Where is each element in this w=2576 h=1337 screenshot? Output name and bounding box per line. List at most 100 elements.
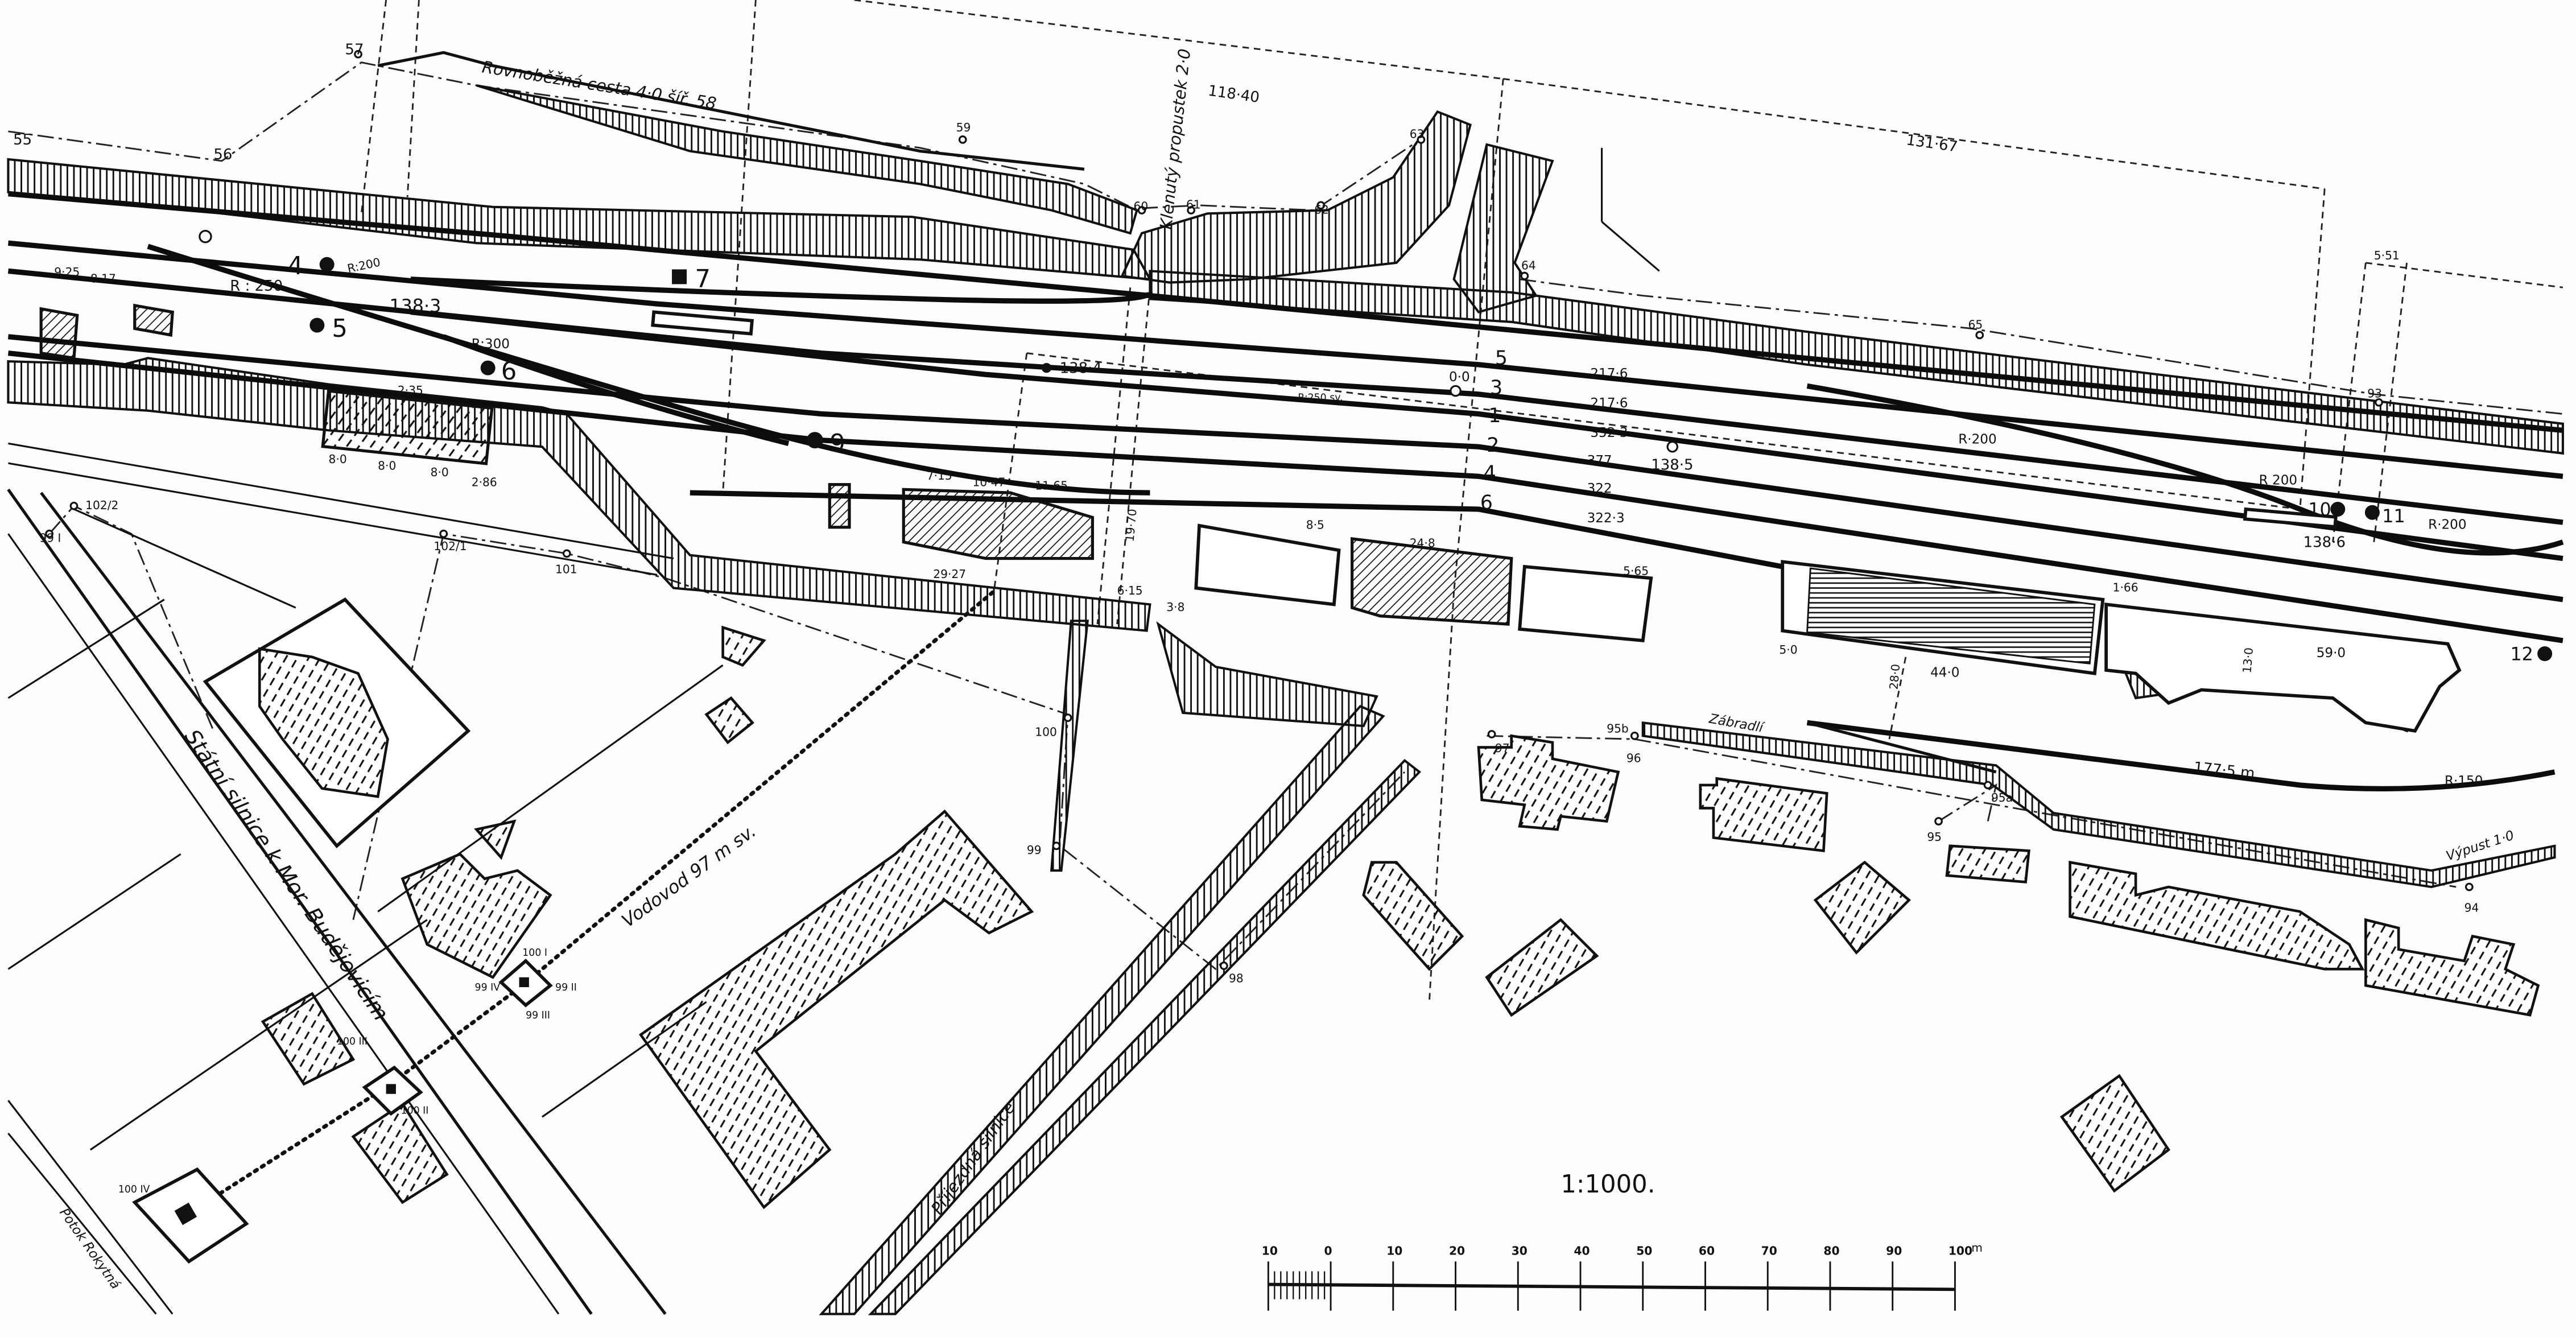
house: [351, 1101, 449, 1204]
dimension-label: 5·65: [1623, 564, 1649, 577]
house: [1485, 918, 1599, 1017]
scale-tick-label: 90: [1886, 1244, 1902, 1258]
point-number: 100 III: [337, 1036, 368, 1047]
point-number: 100 II: [401, 1105, 429, 1116]
scale-tick-label: 0: [1324, 1244, 1332, 1258]
point-number: 102/2: [85, 498, 118, 512]
dimension-label: 10·47: [973, 476, 1006, 489]
dimension-label: 177·5 m: [2193, 759, 2255, 782]
point-number: 99 I: [39, 531, 61, 545]
point-number: 56: [213, 146, 232, 163]
scale-tick-label: 60: [1699, 1244, 1715, 1258]
signal-number: 4: [287, 252, 303, 280]
dimension-label: 118·40: [1207, 82, 1261, 106]
point-number: 99 II: [555, 982, 577, 993]
radius-label: R·200: [1958, 432, 1996, 447]
scale-tick-label: 100: [1948, 1244, 1972, 1258]
house: [258, 647, 389, 798]
buildings: [39, 303, 2462, 848]
point-number: 57: [345, 41, 364, 58]
point-number: 63: [1410, 127, 1425, 141]
point-number: 96: [1626, 752, 1641, 765]
house: [2059, 1074, 2170, 1193]
track-number: 5: [1495, 347, 1508, 370]
scale-tick-label: 10: [1386, 1244, 1402, 1258]
station-building: [902, 488, 1094, 560]
dimension-label: 8·0: [329, 452, 347, 466]
point-number: 101: [555, 563, 577, 576]
houses: [258, 625, 2540, 1210]
parallel-road-label: Rovnoběžná cesta 4·0 šíř. 58: [481, 57, 718, 113]
signal-icon: [319, 257, 335, 272]
elevation-label: 138·4: [1060, 360, 1102, 377]
dimension-label: 2·35: [398, 383, 423, 397]
dimension-label: 131·67: [1905, 131, 1959, 155]
platform-paved: [321, 389, 494, 465]
embankment-lower-right: [1641, 721, 2556, 889]
dimension-label: 8·5: [1306, 518, 1324, 532]
track-number: 1: [1488, 405, 1501, 427]
water-main: [132, 589, 996, 1264]
point-number: 95a: [1991, 791, 2013, 804]
dimension-label: 19·70: [1123, 508, 1140, 542]
embankment-curve-63: [1452, 143, 1554, 313]
embankment-access-road-1: [819, 704, 1385, 1315]
radius-label: R 200: [2259, 473, 2297, 488]
point-number: 65: [1968, 317, 1983, 331]
dimension-label: 7·15: [927, 469, 952, 482]
ramp-surface: [1806, 567, 2096, 665]
house: [721, 625, 766, 667]
track-4: [7, 350, 2563, 643]
point-number: 99 IV: [475, 982, 501, 993]
house: [1699, 777, 1828, 853]
house: [1362, 861, 1464, 971]
dimension-label: 1·66: [2113, 580, 2139, 594]
dimension-label: 13·0: [2240, 647, 2256, 674]
house: [474, 819, 517, 860]
point-number: 64: [1521, 258, 1536, 272]
platform-shelter: [651, 310, 754, 336]
house-row: [2069, 860, 2365, 971]
railway-tracks: [7, 191, 2564, 792]
dimension-label: 8·17: [90, 272, 116, 286]
point-number: 98: [1229, 971, 1244, 985]
house: [261, 992, 356, 1086]
scale-tick-label: 10: [1262, 1244, 1278, 1258]
house-large-l: [638, 809, 1034, 1210]
embankment-parallel-road: [476, 84, 1138, 235]
survey-points: [45, 49, 2474, 970]
dimension-label: 6·15: [1117, 584, 1143, 597]
radius-label: R:300: [472, 337, 510, 352]
signal-number: 9: [829, 430, 845, 458]
track-number: 4: [1484, 462, 1496, 485]
signal-number: 6: [501, 357, 517, 386]
radius-label: R·200: [2428, 518, 2466, 533]
point-number: 100: [1035, 725, 1057, 738]
point-number: 59: [956, 121, 971, 134]
dimension-label: 217·6: [1590, 366, 1628, 381]
embankment-ramp: [1050, 620, 1089, 872]
signal-number: 7: [695, 265, 711, 294]
scale-tick-label: 40: [1574, 1244, 1590, 1258]
dimension-label: 8·0: [378, 459, 396, 473]
track-5: [8, 240, 2563, 479]
hut-left-2: [133, 303, 174, 337]
signal-icon: [2364, 505, 2380, 520]
point-number: 100 IV: [118, 1184, 150, 1195]
dimension-label: 59·0: [2317, 646, 2346, 661]
point-number: 100 I: [522, 947, 547, 959]
ramp-extension: [2104, 603, 2462, 733]
scale-tick-label: 80: [1823, 1244, 1839, 1258]
house: [401, 852, 552, 979]
point-number: 95: [1927, 830, 1942, 844]
dimension-label: 29·27: [933, 567, 966, 581]
elevation-label: 0·0: [1449, 370, 1470, 385]
scale-unit: m: [1971, 1241, 1983, 1255]
store-building: [1518, 564, 1653, 643]
scale-tick-label: 30: [1512, 1244, 1528, 1258]
branch-r200-right: [1806, 383, 2564, 556]
signal-box: [2243, 507, 2338, 529]
dimension-label: 28·0: [1886, 663, 1902, 690]
signal-number: 10: [2308, 500, 2331, 521]
